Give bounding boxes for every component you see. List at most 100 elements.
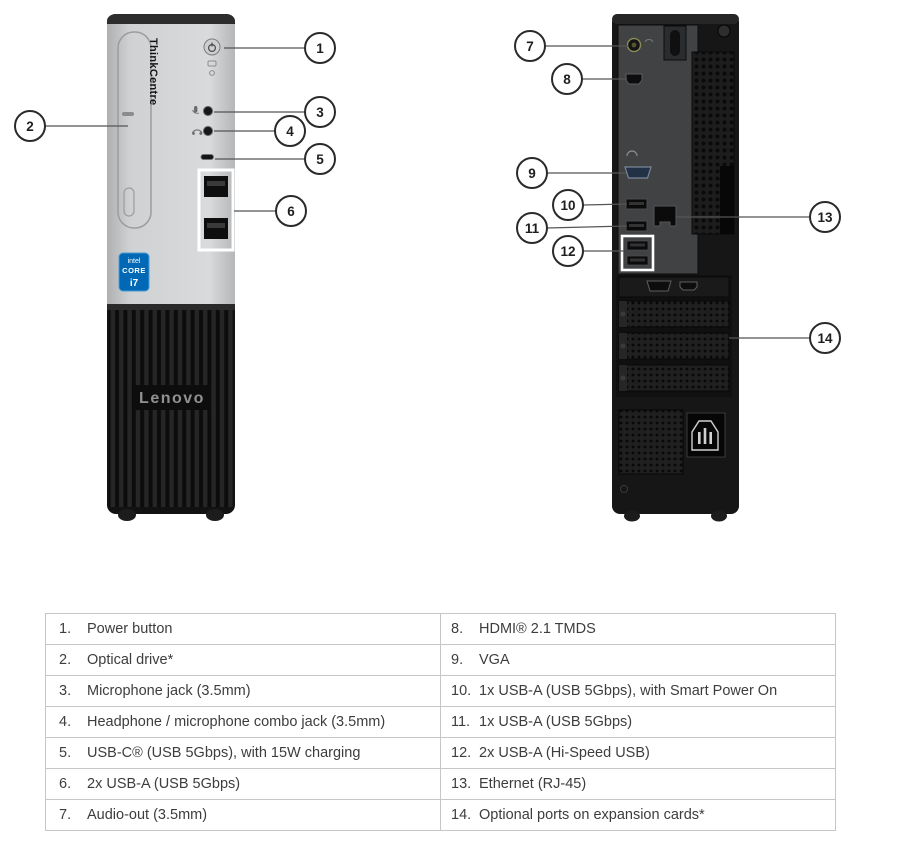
callout-number: 5 bbox=[316, 152, 324, 167]
thinkcentre-brand-text: ThinkCentre bbox=[147, 38, 159, 105]
vga-port bbox=[624, 166, 652, 179]
spec-cell: 8. HDMI® 2.1 TMDS bbox=[441, 614, 835, 644]
io-panel bbox=[617, 24, 699, 275]
callout-10: 10 bbox=[552, 189, 584, 221]
callout-number: 6 bbox=[287, 204, 295, 219]
item-number: 2. bbox=[59, 652, 72, 668]
item-label: 1x USB-A (USB 5Gbps) bbox=[479, 714, 633, 730]
spec-cell: 10. 1x USB-A (USB 5Gbps), with Smart Pow… bbox=[441, 676, 835, 706]
item-label: Power button bbox=[87, 621, 173, 637]
rear-vent-mesh bbox=[691, 51, 735, 235]
callout-number: 2 bbox=[26, 119, 34, 134]
spec-cell: 6. 2x USB-A (USB 5Gbps) bbox=[46, 769, 441, 799]
item-number: 13. bbox=[451, 776, 472, 792]
callout-number: 10 bbox=[560, 198, 575, 213]
callout-leader-lines bbox=[45, 45, 810, 339]
lenovo-logo-text: Lenovo bbox=[139, 390, 205, 407]
callout-13: 13 bbox=[809, 201, 841, 233]
spec-row: 5. USB-C® (USB 5Gbps), with 15W charging… bbox=[46, 738, 835, 769]
headphone-combo-jack bbox=[191, 125, 214, 137]
thumbscrew bbox=[717, 24, 731, 38]
usb-a-port bbox=[625, 220, 648, 232]
item-number: 11. bbox=[451, 714, 471, 730]
intel-core-i7-badge: intel CORE i7 bbox=[118, 252, 150, 292]
item-label: VGA bbox=[479, 652, 510, 668]
optional-hdmi-cutout bbox=[679, 281, 698, 291]
item-label: 1x USB-A (USB 5Gbps), with Smart Power O… bbox=[479, 683, 778, 699]
callout-number: 14 bbox=[817, 331, 833, 346]
callout-7: 7 bbox=[514, 30, 546, 62]
item-number: 3. bbox=[59, 683, 72, 699]
item-label: Optical drive* bbox=[87, 652, 174, 668]
item-number: 4. bbox=[59, 714, 72, 730]
item-label: Optional ports on expansion cards* bbox=[479, 807, 705, 823]
spec-row: 6. 2x USB-A (USB 5Gbps) 13. Ethernet (RJ… bbox=[46, 769, 835, 800]
callout-number: 9 bbox=[528, 166, 536, 181]
slot-cover-2 bbox=[618, 332, 730, 360]
item-label: Ethernet (RJ-45) bbox=[479, 776, 587, 792]
item-number: 7. bbox=[59, 807, 72, 823]
callout-2: 2 bbox=[14, 110, 46, 142]
callout-4: 4 bbox=[274, 115, 306, 147]
badge-core-text: CORE bbox=[122, 266, 146, 275]
spec-cell: 13. Ethernet (RJ-45) bbox=[441, 769, 835, 799]
callout-number: 12 bbox=[560, 244, 575, 259]
spec-cell: 7. Audio-out (3.5mm) bbox=[46, 800, 441, 830]
item-number: 5. bbox=[59, 745, 72, 761]
optional-vga-cutout bbox=[646, 280, 672, 292]
front-vent-slats bbox=[109, 310, 233, 507]
spec-row: 3. Microphone jack (3.5mm) 10. 1x USB-A … bbox=[46, 676, 835, 707]
back-feet bbox=[624, 510, 727, 522]
slot-cover-1 bbox=[618, 300, 730, 328]
callout-5: 5 bbox=[304, 143, 336, 175]
back-tower-illustration bbox=[612, 14, 739, 522]
spec-cell: 2. Optical drive* bbox=[46, 645, 441, 675]
callout-11: 11 bbox=[516, 212, 548, 244]
spec-row: 7. Audio-out (3.5mm) 14. Optional ports … bbox=[46, 800, 835, 830]
callout-number: 1 bbox=[316, 41, 324, 56]
callout-number: 3 bbox=[316, 105, 324, 120]
slot-cover-3 bbox=[618, 364, 730, 392]
usb-a-ports-front bbox=[197, 168, 235, 252]
spec-cell: 14. Optional ports on expansion cards* bbox=[441, 800, 835, 830]
spec-cell: 9. VGA bbox=[441, 645, 835, 675]
psu-vent-grid bbox=[618, 409, 684, 475]
item-number: 14. bbox=[451, 807, 472, 823]
callout-number: 8 bbox=[563, 72, 571, 87]
item-number: 12. bbox=[451, 745, 472, 761]
spec-cell: 4. Headphone / microphone combo jack (3.… bbox=[46, 707, 441, 737]
expansion-slots bbox=[616, 275, 732, 397]
front-tower-illustration: ThinkCentre bbox=[107, 14, 235, 521]
ethernet-port bbox=[653, 205, 677, 227]
spec-cell: 3. Microphone jack (3.5mm) bbox=[46, 676, 441, 706]
callout-6: 6 bbox=[275, 195, 307, 227]
usb-a-port-smart-power bbox=[625, 198, 648, 210]
item-label: 2x USB-A (USB 5Gbps) bbox=[87, 776, 241, 792]
callout-number: 13 bbox=[817, 210, 833, 225]
callout-1: 1 bbox=[304, 32, 336, 64]
callout-3: 3 bbox=[304, 96, 336, 128]
spec-cell: 5. USB-C® (USB 5Gbps), with 15W charging bbox=[46, 738, 441, 768]
spec-row: 1. Power button 8. HDMI® 2.1 TMDS bbox=[46, 614, 835, 645]
spec-row: 4. Headphone / microphone combo jack (3.… bbox=[46, 707, 835, 738]
item-number: 9. bbox=[451, 652, 464, 668]
usb-c-port bbox=[200, 154, 214, 160]
item-number: 6. bbox=[59, 776, 72, 792]
callout-number: 4 bbox=[286, 124, 294, 139]
item-label: Microphone jack (3.5mm) bbox=[87, 683, 251, 699]
audio-out-jack bbox=[626, 37, 654, 53]
microphone-jack bbox=[192, 105, 214, 117]
spec-cell: 1. Power button bbox=[46, 614, 441, 644]
spec-cell: 12. 2x USB-A (Hi-Speed USB) bbox=[441, 738, 835, 768]
case-screw bbox=[620, 485, 628, 493]
optical-drive bbox=[117, 31, 152, 229]
knockout-plate bbox=[663, 25, 687, 61]
callout-8: 8 bbox=[551, 63, 583, 95]
headset-icon bbox=[626, 150, 638, 157]
callout-14: 14 bbox=[809, 322, 841, 354]
front-feet bbox=[118, 509, 224, 521]
usb-a-hispeed-ports bbox=[620, 234, 655, 272]
badge-intel-text: intel bbox=[128, 258, 141, 265]
item-label: Audio-out (3.5mm) bbox=[87, 807, 208, 823]
